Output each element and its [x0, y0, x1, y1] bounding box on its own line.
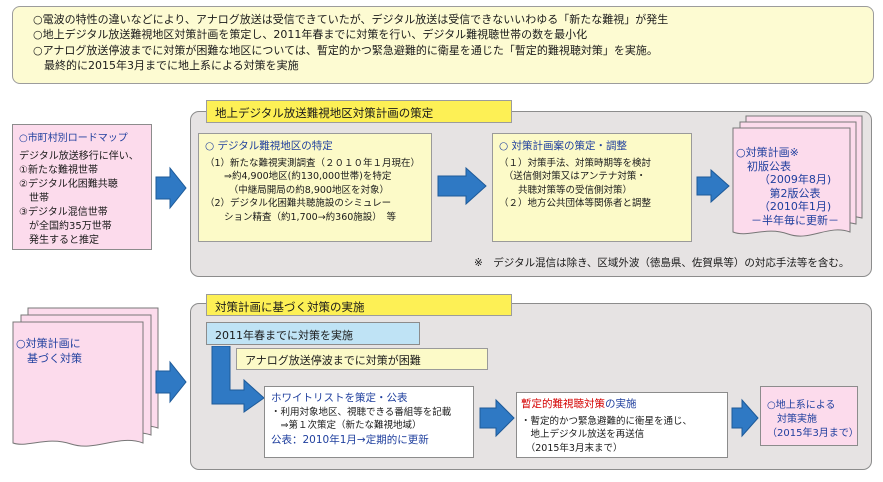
roadmap-line: デジタル放送移行に伴い、: [19, 151, 139, 162]
identify-line: （2）デジタル化困難共聴施設のシミュレー: [205, 198, 392, 209]
plan-draft-line: 共聴対策等の受信側対策）: [499, 184, 633, 196]
plan-draft-line: （送信側対策又はアンテナ対策・: [499, 171, 646, 182]
interim-line: 地上デジタル放送を再送信: [521, 429, 645, 440]
interim-card: 暫定的難視聴対策の実施 ・暫定的かつ緊急避難的に衛星を通じ、 地上デジタル放送を…: [516, 392, 728, 458]
plan-doc-line: ○対策計画に: [16, 337, 81, 350]
arrow-right-icon: [479, 398, 515, 438]
final-line: ○地上系による: [767, 400, 836, 411]
plan-result-line: ○対策計画※: [736, 146, 799, 159]
summary-line: ○アナログ放送停波までに対策が困難な地区については、暫定的かつ緊急避難的に衛星を…: [33, 43, 658, 57]
arrow-right-icon: [155, 166, 187, 210]
plan-draft-card: ○ 対策計画案の策定・調整 （１）対策手法、対策時期等を検討 （送信側対策又はア…: [492, 133, 692, 242]
interim-line: ・暫定的かつ緊急避難的に衛星を通じ、: [521, 415, 693, 427]
interim-line: （2015年3月末まで）: [521, 442, 623, 454]
implementation-title: 対策計画に基づく対策の実施: [206, 294, 512, 316]
identify-line: ション精査（約1,700→約360施設） 等: [205, 211, 397, 223]
plan-draft-line: （２）地方公共団体等関係者と調整: [499, 198, 652, 209]
roadmap-line: 世帯: [19, 193, 49, 204]
summary-line: 最終的に2015年3月までに地上系による対策を実施: [33, 58, 299, 72]
roadmap-line: ②デジタル化困難共聴: [19, 179, 118, 190]
document-stack-icon: [732, 115, 863, 237]
plan-doc-line: 基づく対策: [16, 352, 82, 365]
identify-card: ○ デジタル難視地区の特定 （1）新たな難視実測調査（２０１０年１月現在） ⇒約…: [198, 133, 432, 242]
spring-2011-bar: 2011年春までに対策を実施: [206, 322, 420, 345]
identify-line: （1）新たな難視実測調査（２０１０年１月現在）: [205, 157, 421, 169]
plan-result-line: －半年毎に更新－: [751, 213, 839, 227]
identify-line: （中継局開局の約8,900地区を対象）: [205, 184, 389, 196]
final-card: ○地上系による 対策実施 （2015年3月まで）: [760, 386, 859, 446]
roadmap-line: が全国約35万世帯: [19, 221, 112, 232]
roadmap-line: ①新たな難視世帯: [19, 165, 98, 176]
identify-line: ⇒約4,900地区(約130,000世帯)を特定: [205, 171, 392, 182]
final-line: 対策実施: [767, 414, 817, 425]
plan-draft-line: （１）対策手法、対策時期等を検討: [499, 157, 652, 169]
planning-title: 地上デジタル放送難視地区対策計画の策定: [206, 100, 512, 123]
whitelist-card: ホワイトリストを策定・公表 ・利用対象地区、視聴できる番組等を記載 ⇒第１次策定…: [264, 386, 474, 458]
plan-result-line: 第2版公表: [769, 186, 821, 200]
whitelist-publish: 公表：2010年1月→定期的に更新: [271, 433, 429, 446]
summary-line: ○電波の特性の違いなどにより、アナログ放送は受信できていたが、デジタル放送は受信…: [33, 13, 669, 26]
arrow-right-icon: [731, 398, 759, 438]
arrow-right-icon: [437, 166, 487, 206]
plan-result-line: （2009年8月): [758, 173, 832, 186]
elbow-arrow-icon: [211, 346, 265, 413]
arrow-right-icon: [155, 360, 187, 404]
roadmap-line: ③デジタル混信世帯: [19, 207, 108, 218]
arrow-right-icon: [696, 168, 730, 204]
summary-box: ○電波の特性の違いなどにより、アナログ放送は受信できていたが、デジタル放送は受信…: [12, 6, 874, 84]
whitelist-line: ・利用対象地区、視聴できる番組等を記載: [271, 406, 452, 418]
difficult-bar: アナログ放送停波までに対策が困難: [236, 348, 488, 370]
whitelist-line: ⇒第１次策定（新たな難視地域）: [271, 420, 422, 431]
plan-result-line: 初版公表: [736, 159, 791, 173]
plan-doc-text: ○対策計画に 基づく対策: [16, 336, 82, 366]
interim-title: 暫定的難視聴対策の実施: [521, 398, 637, 410]
footnote: ※ デジタル混信は除き、区域外波（徳島県、佐賀県等）の対応手法等を含む。: [474, 257, 850, 269]
roadmap-line: 発生すると推定: [19, 235, 99, 246]
plan-draft-title: ○ 対策計画案の策定・調整: [499, 140, 627, 152]
plan-result-line: （2010年1月): [758, 200, 832, 213]
document-stack-icon: [12, 307, 159, 447]
whitelist-title: ホワイトリストを策定・公表: [271, 392, 408, 404]
roadmap-card: ○市町村別ロードマップ デジタル放送移行に伴い、 ①新たな難視世帯 ②デジタル化…: [12, 124, 152, 250]
plan-result-text: ○対策計画※ 初版公表 （2009年8月) 第2版公表 （2010年1月) －半…: [736, 146, 854, 227]
roadmap-title: ○市町村別ロードマップ: [19, 133, 128, 144]
final-line: （2015年3月まで）: [767, 428, 859, 439]
identify-title: ○ デジタル難視地区の特定: [205, 140, 333, 152]
summary-line: ○地上デジタル放送難視地区対策計画を策定し、2011年春までに対策を行い、デジタ…: [33, 28, 588, 42]
